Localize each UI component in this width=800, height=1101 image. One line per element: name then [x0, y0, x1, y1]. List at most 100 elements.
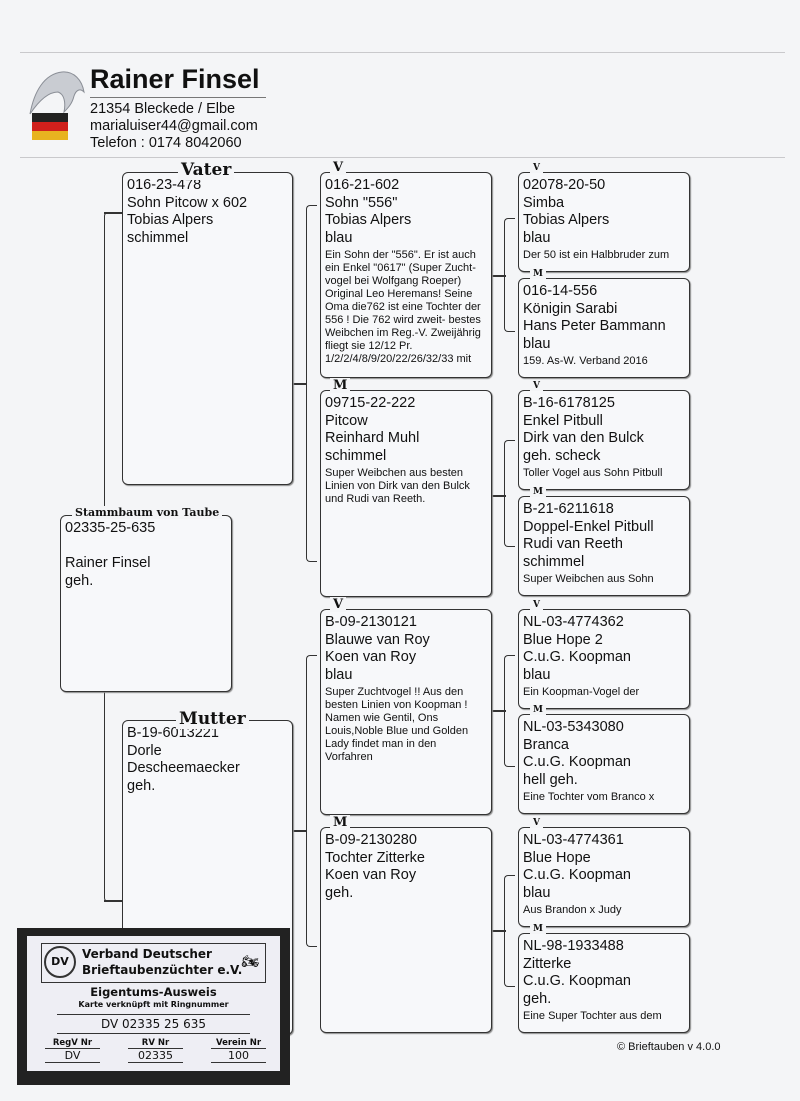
father-marker: V [330, 597, 347, 612]
card-title: Eigentums-Ausweis [90, 985, 217, 999]
father-marker: V [530, 163, 543, 173]
box-line: NL-03-4774361 [523, 832, 624, 848]
box-line: 09715-22-222 [325, 395, 416, 411]
mother-marker: M [530, 705, 546, 715]
box-line: Enkel Pitbull [523, 412, 603, 429]
box-line: blau [523, 884, 551, 901]
box-line: schimmel [523, 553, 585, 570]
box-line: Doppel-Enkel Pitbull [523, 518, 654, 535]
box-line: blau [523, 666, 551, 683]
connector-line [306, 655, 317, 947]
footer-version: © Brieftauben v 4.0.0 [617, 1041, 721, 1053]
box-line: Tobias Alpers [523, 212, 610, 228]
box-line: 016-21-602 [325, 177, 400, 193]
german-flag-icon [32, 113, 68, 140]
box-line: blau [325, 666, 353, 683]
box-line: 016-14-556 [523, 283, 598, 299]
box-line: Zitterke [523, 955, 572, 972]
box-line: NL-03-5343080 [523, 719, 624, 735]
box-line: Dirk van den Bulck [523, 430, 644, 446]
box-line: Koen van Roy [325, 649, 417, 665]
box-line: Blue Hope 2 [523, 631, 603, 648]
verein-header: Verein Nr [211, 1038, 266, 1049]
box-line: Tochter Zitterke [325, 849, 425, 866]
box-line: 02335-25-635 [65, 520, 156, 536]
box-line: geh. scheck [523, 447, 601, 464]
father-label: Vater [178, 160, 235, 180]
mother-marker: M [330, 378, 351, 393]
subject-label: Stammbaum von Taube [72, 506, 223, 519]
connector-stub [492, 710, 506, 712]
box-line: B-09-2130121 [325, 614, 417, 630]
box-line: C.u.G. Koopman [523, 649, 631, 665]
box-note: Super Weibchen aus besten Linien von Dir… [325, 467, 470, 505]
rv-header: RV Nr [128, 1038, 183, 1049]
name-underline [90, 97, 266, 98]
connector-stub [492, 275, 506, 277]
box-note: Der 50 ist ein Halbbruder zum [523, 249, 670, 261]
box-line: schimmel [325, 447, 387, 464]
connector-stub [104, 212, 122, 214]
box-line: Descheemaecker [127, 760, 240, 776]
box-line: 016-23-478 [127, 177, 202, 193]
box-note: Toller Vogel aus Sohn Pitbull [523, 467, 663, 479]
vdb-seal-icon: DV [44, 946, 76, 978]
regv-value: DV [45, 1049, 100, 1063]
box-line: Koen van Roy [325, 867, 417, 883]
father-marker: V [530, 600, 543, 610]
connector-stub [293, 383, 307, 385]
card-subtitle: Karte verknüpft mit Ringnummer [78, 1000, 229, 1009]
breeder-address: 21354 Bleckede / Elbe [90, 101, 236, 117]
ownership-card: DV Verband Deutscher Brieftaubenzüchter … [17, 928, 290, 1085]
box-line [65, 538, 227, 556]
box-note: 159. As-W. Verband 2016 [523, 355, 648, 367]
box-line: B-21-6211618 [523, 501, 614, 517]
connector-stub [492, 495, 506, 497]
father-marker: V [530, 818, 543, 828]
father-marker: V [530, 381, 543, 391]
rv-value: 02335 [128, 1049, 183, 1063]
box-line: schimmel [127, 229, 189, 246]
box-line: geh. [65, 572, 94, 589]
box-line: geh. [523, 990, 552, 1007]
card-org-line2: Brieftaubenzüchter e.V. [82, 963, 243, 977]
box-line: Simba [523, 194, 565, 211]
box-line: NL-03-4774362 [523, 614, 624, 630]
box-line: blau [523, 229, 551, 246]
box-line: C.u.G. Koopman [523, 973, 631, 989]
box-line: NL-98-1933488 [523, 938, 624, 954]
box-line: C.u.G. Koopman [523, 867, 631, 883]
box-note: Eine Super Tochter aus dem [523, 1010, 662, 1022]
divider [20, 52, 785, 53]
box-line: Branca [523, 736, 569, 753]
card-org-line1: Verband Deutscher [82, 947, 212, 961]
connector-line [504, 440, 515, 547]
verein-value: 100 [211, 1049, 266, 1063]
box-note: Eine Tochter vom Branco x [523, 791, 655, 803]
box-line: Dorle [127, 742, 162, 759]
mother-marker: M [330, 815, 351, 830]
box-note: Super Weibchen aus Sohn [523, 573, 654, 585]
regv-header: RegV Nr [45, 1038, 100, 1049]
breeder-phone: Telefon : 0174 8042060 [90, 135, 242, 151]
mother-marker: M [530, 269, 546, 279]
box-line: Blue Hope [523, 849, 591, 866]
connector-stub [492, 930, 506, 932]
box-line: B-16-6178125 [523, 395, 615, 411]
mother-label: Mutter [176, 709, 249, 729]
